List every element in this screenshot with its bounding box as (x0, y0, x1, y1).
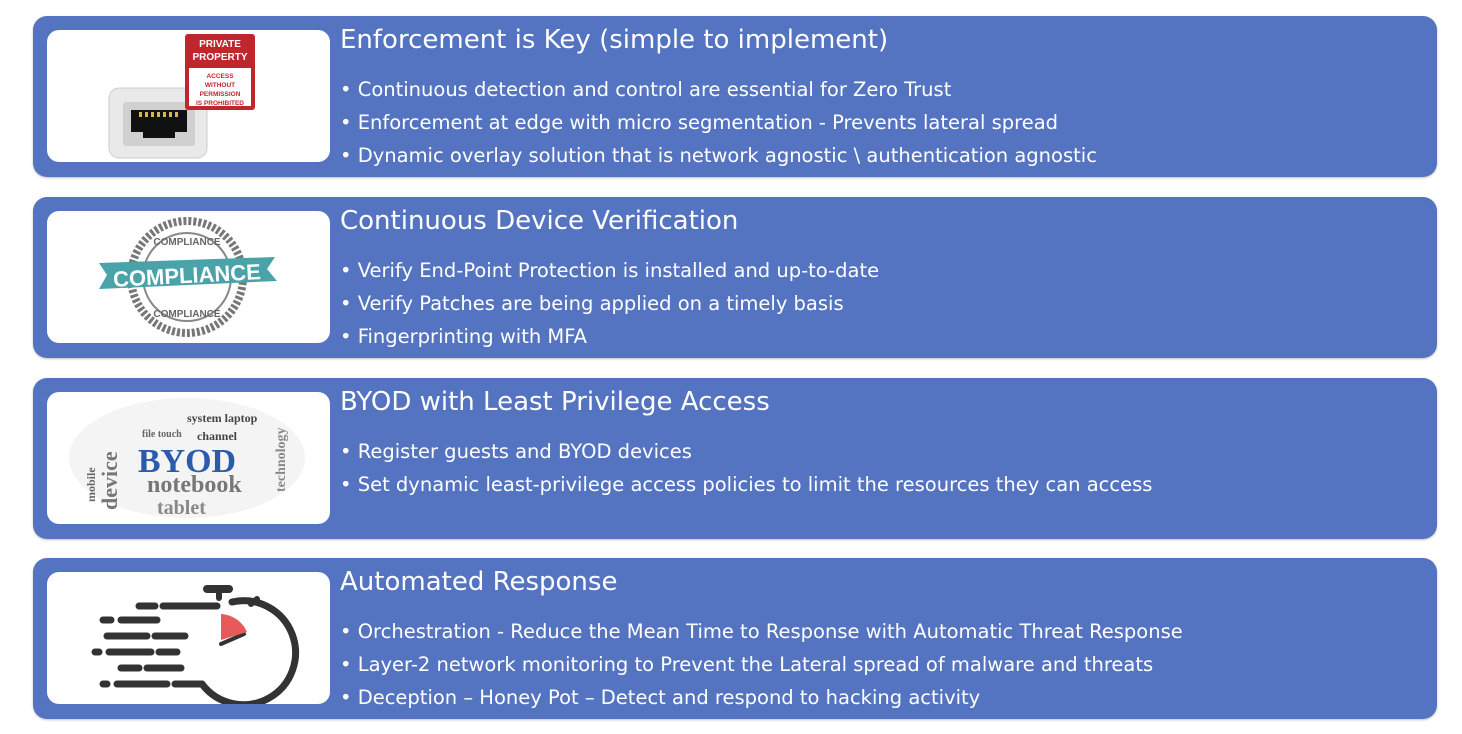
bullet-item: Verify End-Point Protection is installed… (340, 254, 879, 287)
bullet-list: Continuous detection and control are ess… (340, 73, 1097, 172)
bullet-item: Dynamic overlay solution that is network… (340, 139, 1097, 172)
bullet-list: Register guests and BYOD devices Set dyn… (340, 435, 1153, 501)
panel-title: Automated Response (340, 567, 618, 597)
svg-text:WITHOUT: WITHOUT (205, 82, 235, 89)
bullet-item: Orchestration - Reduce the Mean Time to … (340, 615, 1183, 648)
bullet-item: Continuous detection and control are ess… (340, 73, 1097, 106)
svg-text:PERMISSION: PERMISSION (200, 91, 241, 98)
bullet-list: Orchestration - Reduce the Mean Time to … (340, 615, 1183, 714)
svg-text:tablet: tablet (157, 497, 206, 519)
compliance-stamp-image: COMPLIANCE COMPLIANCE COMPLIANCE (47, 211, 330, 343)
private-property-ethernet-image: PRIVATE PROPERTY ACCESS WITHOUT PERMISSI… (47, 30, 330, 162)
panel-enforcement: PRIVATE PROPERTY ACCESS WITHOUT PERMISSI… (33, 16, 1437, 177)
svg-text:PROPERTY: PROPERTY (192, 52, 247, 63)
bullet-item: Enforcement at edge with micro segmentat… (340, 106, 1097, 139)
bullet-item: Deception – Honey Pot – Detect and respo… (340, 681, 1183, 714)
stopwatch-icon (47, 572, 330, 704)
panel-title: Continuous Device Verification (340, 206, 739, 236)
svg-text:notebook: notebook (147, 472, 242, 498)
svg-text:mobile: mobile (84, 467, 98, 502)
panel-byod: system laptop channel file touch noteboo… (33, 378, 1437, 539)
svg-text:BYOD: BYOD (138, 443, 236, 480)
bullet-item: Set dynamic least-privilege access polic… (340, 468, 1153, 501)
bullet-list: Verify End-Point Protection is installed… (340, 254, 879, 353)
svg-text:channel: channel (197, 429, 238, 443)
svg-text:system laptop: system laptop (187, 411, 258, 425)
svg-text:device: device (97, 451, 122, 510)
bullet-item: Layer-2 network monitoring to Prevent th… (340, 648, 1183, 681)
svg-text:COMPLIANCE: COMPLIANCE (153, 237, 221, 248)
byod-word-cloud-image: system laptop channel file touch noteboo… (47, 392, 330, 524)
svg-text:COMPLIANCE: COMPLIANCE (153, 309, 221, 320)
bullet-item: Fingerprinting with MFA (340, 320, 879, 353)
panel-title: Enforcement is Key (simple to implement) (340, 25, 889, 55)
panel-title: BYOD with Least Privilege Access (340, 387, 770, 417)
panel-device-verification: COMPLIANCE COMPLIANCE COMPLIANCE Continu… (33, 197, 1437, 358)
svg-text:IS PROHIBITED: IS PROHIBITED (196, 100, 244, 107)
bullet-item: Register guests and BYOD devices (340, 435, 1152, 468)
bullet-item: Verify Patches are being applied on a ti… (340, 287, 879, 320)
svg-text:file touch: file touch (142, 429, 182, 440)
svg-text:PRIVATE: PRIVATE (199, 39, 241, 50)
svg-text:technology: technology (274, 427, 289, 492)
panel-automated-response: Automated Response Orchestration - Reduc… (33, 558, 1437, 719)
svg-text:ACCESS: ACCESS (206, 73, 234, 80)
